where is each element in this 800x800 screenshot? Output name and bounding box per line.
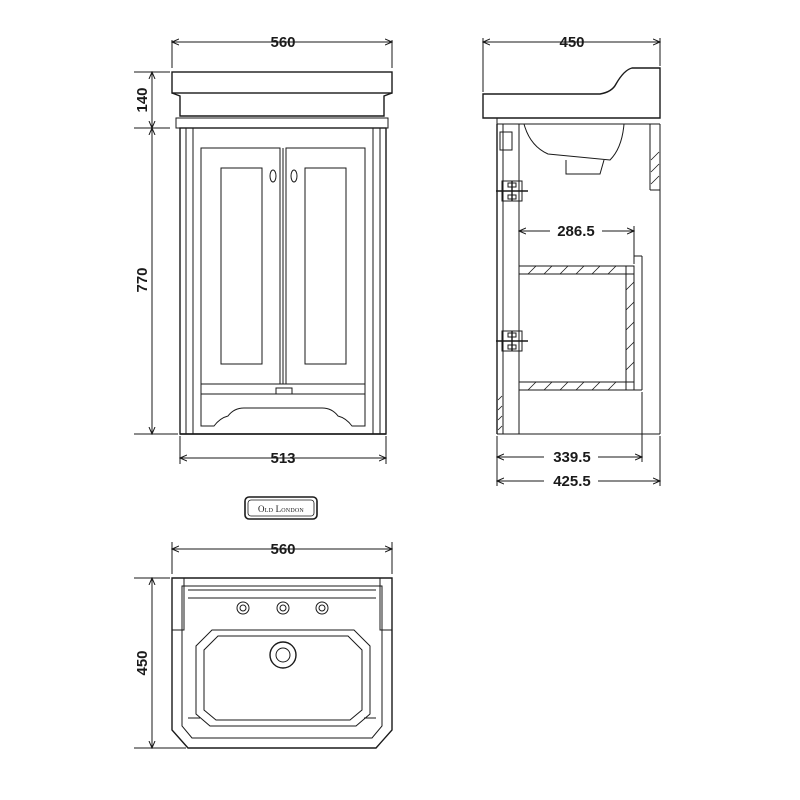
front-cabinet bbox=[179, 127, 387, 435]
front-view bbox=[171, 71, 393, 435]
top-dimensions: 560 450 bbox=[134, 541, 392, 748]
front-basin bbox=[171, 71, 393, 129]
side-basin bbox=[482, 67, 661, 191]
dim-front-height-cabinet: 770 bbox=[134, 267, 151, 292]
hinge-top bbox=[496, 131, 528, 202]
shelf-hatching bbox=[527, 265, 635, 391]
old-london-logo: Old London bbox=[244, 496, 318, 520]
dim-front-width-top: 560 bbox=[270, 34, 295, 51]
dim-side-depth-cabinet: 339.5 bbox=[553, 449, 591, 466]
dim-side-depth-total: 425.5 bbox=[553, 473, 591, 490]
side-cabinet bbox=[496, 124, 661, 435]
dim-front-width-bottom: 513 bbox=[270, 450, 295, 467]
hinge-bottom bbox=[496, 330, 528, 352]
front-dimensions: 560 140 770 513 bbox=[134, 34, 392, 467]
dim-top-width: 560 bbox=[270, 541, 295, 558]
dim-front-height-basin: 140 bbox=[134, 87, 151, 112]
dim-side-depth-top: 450 bbox=[559, 34, 584, 51]
dim-side-inner-shelf: 286.5 bbox=[557, 223, 595, 240]
logo-text: Old London bbox=[258, 504, 304, 514]
top-view bbox=[171, 577, 393, 749]
side-view bbox=[482, 67, 661, 435]
side-dimensions: 450 286.5 339.5 425.5 bbox=[483, 34, 660, 490]
dim-top-depth: 450 bbox=[134, 650, 151, 675]
